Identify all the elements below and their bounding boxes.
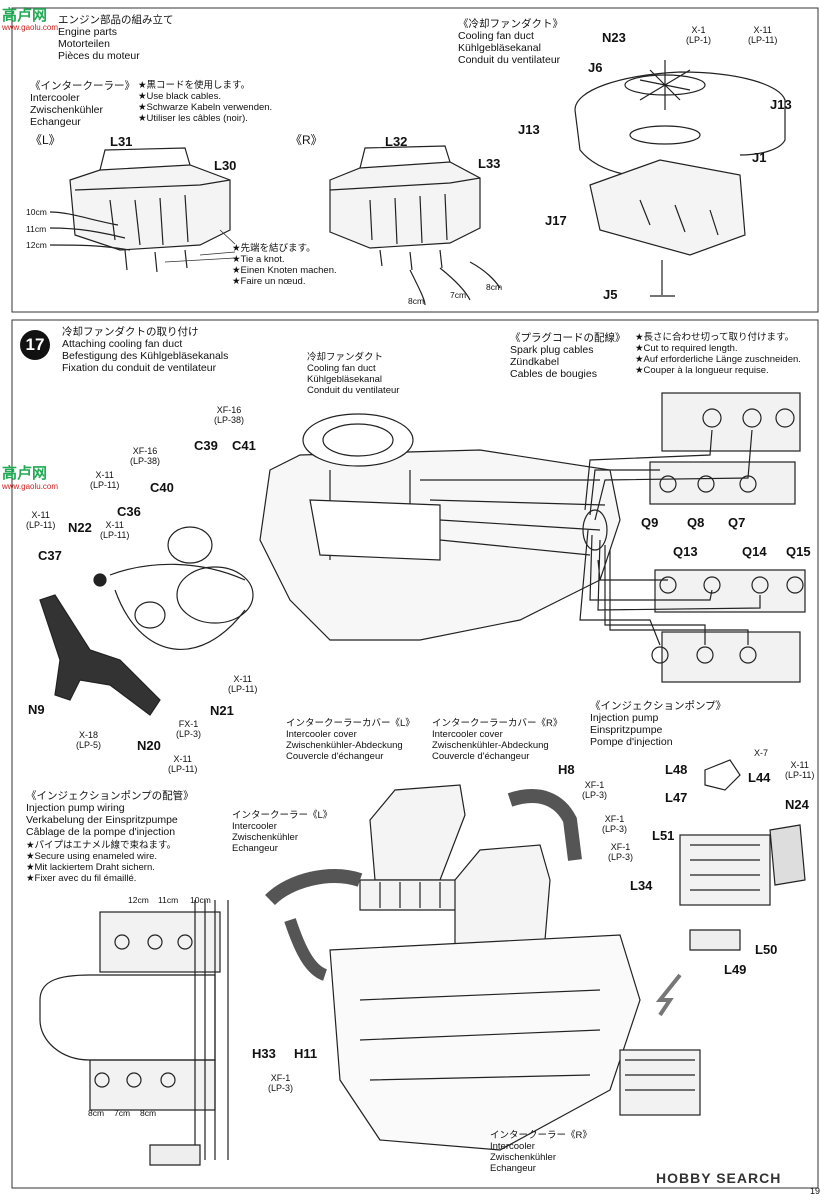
paint-xf16-b: XF-16(LP-38) xyxy=(130,446,161,466)
ic-r-label: インタークーラー《R》 Intercooler Zwischenkühler E… xyxy=(490,1130,592,1174)
part-l32: L32 xyxy=(385,134,408,149)
page-number: 19 xyxy=(810,1186,821,1196)
paint-x11-top: X-11(LP-11) xyxy=(748,25,778,45)
part-j1: J1 xyxy=(752,150,767,165)
part-j6: J6 xyxy=(588,60,603,75)
fan-duct-heading: 《冷却ファンダクト》 Cooling fan duct Kühlgebläsek… xyxy=(458,18,563,66)
part-q15: Q15 xyxy=(786,544,811,559)
part-n21: N21 xyxy=(210,703,234,718)
step-number-17: 17 xyxy=(20,330,50,360)
paint-fx1: FX-1(LP-3) xyxy=(176,719,202,739)
wiring-cm-12: 12cm xyxy=(128,895,149,905)
paint-x11-e: X-11(LP-11) xyxy=(168,754,198,774)
plug-cords-note: ★長さに合わせ切って取り付けます。 ★Cut to required lengt… xyxy=(635,332,801,376)
part-l33: L33 xyxy=(478,156,501,171)
pump-wiring-note: ★パイプはエナメル線で束ねます。 ★Secure using enameled … xyxy=(26,840,177,884)
watermark-logo: 高卢网 xyxy=(2,7,48,24)
part-c39: C39 xyxy=(194,438,218,453)
plug-cords-heading: 《プラグコードの配線》 Spark plug cables Zündkabel … xyxy=(510,332,626,380)
paint-x11-b: X-11(LP-11) xyxy=(26,510,56,530)
part-l47: L47 xyxy=(665,790,688,805)
part-c41: C41 xyxy=(232,438,256,453)
part-l49: L49 xyxy=(724,962,747,977)
paint-x18: X-18(LP-5) xyxy=(76,730,102,750)
part-l51: L51 xyxy=(652,828,675,843)
paint-xf1-b: XF-1(LP-3) xyxy=(602,814,628,834)
paint-x11-a: X-11(LP-11) xyxy=(90,470,120,490)
cm-label-7: 7cm xyxy=(450,290,467,300)
paint-x11-d: X-11(LP-11) xyxy=(228,674,258,694)
cm-label-11: 11cm xyxy=(26,224,47,234)
cable-note: ★黒コードを使用します。 ★Use black cables. ★Schwarz… xyxy=(138,80,273,124)
step17-title: 冷却ファンダクトの取り付け Attaching cooling fan duct… xyxy=(62,326,229,374)
footer-logo: HOBBY SEARCH xyxy=(656,1170,782,1186)
cm-label-10: 10cm xyxy=(26,207,47,217)
watermark-url: www.gaolu.com xyxy=(2,23,59,32)
part-l50: L50 xyxy=(755,942,778,957)
paint-xf1-a: XF-1(LP-3) xyxy=(582,780,608,800)
part-j13-right: J13 xyxy=(770,97,792,112)
cm-label-8a: 8cm xyxy=(408,296,425,306)
wiring-cm-11: 11cm xyxy=(158,895,179,905)
wiring-cm-8b: 8cm xyxy=(140,1108,157,1118)
part-q7: Q7 xyxy=(728,515,746,530)
part-n20: N20 xyxy=(137,738,161,753)
part-l48: L48 xyxy=(665,762,688,777)
cm-label-8b: 8cm xyxy=(486,282,503,292)
part-q8: Q8 xyxy=(687,515,705,530)
step16-title: エンジン部品の組み立て Engine parts Motorteilen Piè… xyxy=(58,14,174,62)
part-c40: C40 xyxy=(150,480,174,495)
ic-cover-r-label: インタークーラーカバー《R》 Intercooler cover Zwische… xyxy=(432,718,563,762)
part-c36: C36 xyxy=(117,504,141,519)
paint-xf1-c: XF-1(LP-3) xyxy=(608,842,634,862)
cm-label-12: 12cm xyxy=(26,240,47,250)
part-l44: L44 xyxy=(748,770,771,785)
part-h11: H11 xyxy=(294,1046,318,1061)
injection-pump-heading: 《インジェクションポンプ》 Injection pump Einspritzpu… xyxy=(590,700,727,748)
part-n9: N9 xyxy=(28,702,45,717)
cooling-duct-label: 冷却ファンダクト Cooling fan duct Kühlgebläsekan… xyxy=(307,352,400,396)
part-j17: J17 xyxy=(545,213,567,228)
right-tag: 《R》 xyxy=(290,133,323,147)
ic-l-label: インタークーラー《L》 Intercooler Zwischenkühler E… xyxy=(232,810,333,854)
part-j5: J5 xyxy=(603,287,618,302)
part-n22: N22 xyxy=(68,520,92,535)
wiring-cm-7: 7cm xyxy=(114,1108,131,1118)
watermark-side-url: www.gaolu.com xyxy=(2,482,59,491)
paint-x7: X-7 xyxy=(754,748,769,758)
part-h8: H8 xyxy=(558,762,575,777)
part-l30: L30 xyxy=(214,158,237,173)
paint-x1: X-1(LP-1) xyxy=(686,25,712,45)
paint-x11-c: X-11(LP-11) xyxy=(100,520,130,540)
knot-note: ★先端を結びます。 ★Tie a knot. ★Einen Knoten mac… xyxy=(232,243,337,287)
ic-cover-l-label: インタークーラーカバー《L》 Intercooler cover Zwische… xyxy=(286,718,415,762)
part-q14: Q14 xyxy=(742,544,767,559)
wiring-cm-10: 10cm xyxy=(190,895,211,905)
pump-wiring-heading: 《インジェクションポンプの配管》 Injection pump wiring V… xyxy=(26,790,194,838)
intercooler-heading: 《インタークーラー》 Intercooler Zwischenkühler Ec… xyxy=(30,80,135,128)
part-n23: N23 xyxy=(602,30,626,45)
paint-xf16-a: XF-16(LP-38) xyxy=(214,405,245,425)
part-q13: Q13 xyxy=(673,544,698,559)
part-h33: H33 xyxy=(252,1046,276,1061)
part-q9: Q9 xyxy=(641,515,659,530)
watermark-side-logo: 高卢网 xyxy=(2,465,48,482)
part-n24: N24 xyxy=(785,797,809,812)
paint-xf1-d: XF-1(LP-3) xyxy=(268,1073,294,1093)
part-l31: L31 xyxy=(110,134,133,149)
part-c37: C37 xyxy=(38,548,62,563)
paint-x11-pump: X-11(LP-11) xyxy=(785,760,815,780)
left-tag: 《L》 xyxy=(30,133,61,147)
part-l34: L34 xyxy=(630,878,653,893)
part-j13-left: J13 xyxy=(518,122,540,137)
wiring-cm-8a: 8cm xyxy=(88,1108,105,1118)
